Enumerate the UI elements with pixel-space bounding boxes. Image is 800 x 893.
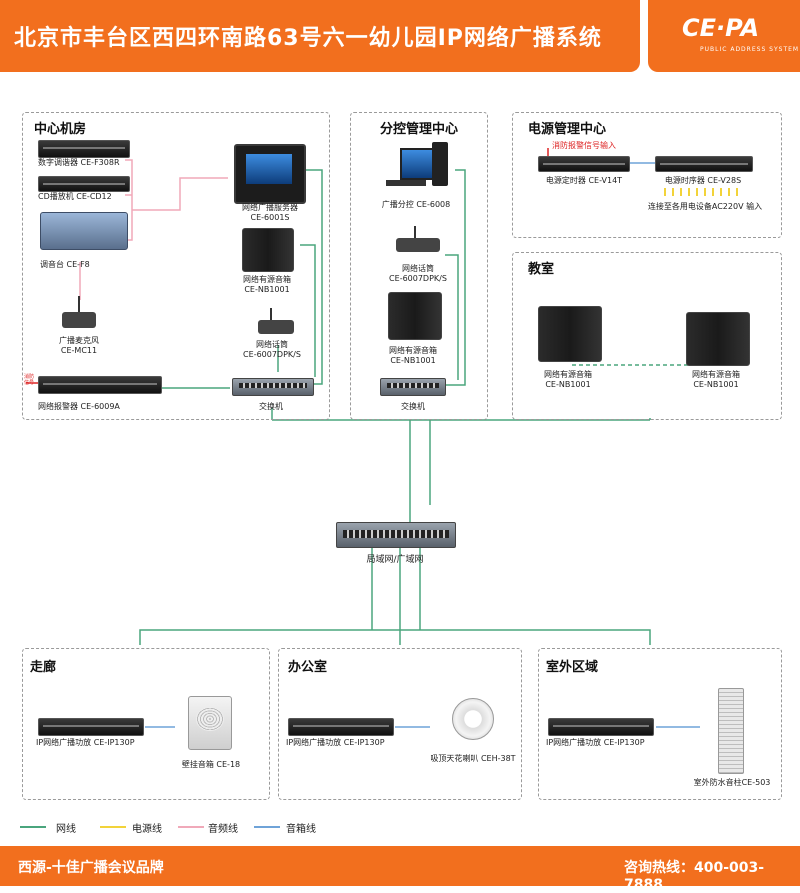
microphone-device [62,312,96,328]
branch-paging-mic-device [396,238,440,252]
office-speaker-label: 吸顶天花喇叭 CEH-38T [430,754,516,763]
corridor-speaker-grille [196,707,224,731]
center-active-speaker-label: 网络有源音箱 CE-NB1001 [243,275,291,294]
zone-center-room [22,112,330,420]
zone-corridor-title: 走廊 [30,660,57,675]
footer-brand-slogan: 西源-十佳广播会议品牌 [18,860,164,876]
branch-pc-tower [432,142,448,186]
zone-outdoor [538,648,782,800]
center-paging-mic-stem [270,308,272,322]
power-sequencer-label: 电源时序器 CE-V28S [664,176,742,185]
branch-switch-label: 交换机 [401,402,425,411]
logo-panel [648,0,800,72]
office-amp-label: IP网络广播功放 CE-IP130P [286,738,385,747]
classroom-speaker-a-device [538,306,602,362]
core-switch-device [336,522,456,548]
zone-outdoor-title: 室外区域 [546,660,599,675]
server-device [234,144,306,204]
zone-center-title: 中心机房 [34,122,87,137]
cd-player-label: CD播放机 CE-CD12 [38,192,112,201]
outdoor-amp-device [548,718,654,736]
branch-active-speaker-label: 网络有源音箱 CE-NB1001 [389,346,437,365]
power-ac-note: 连接至各用电设备AC220V 输入 [647,202,763,211]
mixer-label: 调音台 CE-F8 [40,260,90,269]
branch-paging-mic-stem [414,226,416,240]
legend-network-label: 网线 [56,824,76,835]
brand-logo-subtitle: PUBLIC ADDRESS SYSTEM [700,46,800,53]
outdoor-speaker-label: 室外防水音柱CE-503 [693,778,771,787]
zone-corridor [22,648,270,800]
corridor-amp-label: IP网络广播功放 CE-IP130P [36,738,135,747]
center-active-speaker-device [242,228,294,272]
fire-signal-label: 消防报警信号输入 [552,141,616,150]
corridor-speaker-label: 壁挂音箱 CE-18 [181,760,241,769]
outdoor-amp-label: IP网络广播功放 CE-IP130P [546,738,645,747]
speaker-cables [145,162,700,728]
branch-active-speaker-device [388,292,442,340]
legend-speaker-swatch [254,826,280,828]
power-timer-device [538,156,630,172]
classroom-speaker-b-device [686,312,750,366]
mixer-device [40,212,128,250]
brand-logo: CE·PA [682,14,760,42]
branch-pc-monitor [400,148,436,180]
outdoor-column-speaker-device [718,688,744,774]
server-screen [246,154,292,184]
center-paging-mic-label: 网络话筒 CE-6007DPK/S [243,340,301,359]
branch-pc-keyboard [386,180,426,186]
zone-power-title: 电源管理中心 [528,122,607,137]
legend-audio-swatch [178,826,204,828]
corridor-amp-device [38,718,144,736]
legend-power-label: 电源线 [132,824,162,835]
zone-branch-title: 分控管理中心 [380,122,459,137]
page-title: 北京市丰台区西四环南路63号六一幼儿园IP网络广播系统 [14,26,602,51]
cd-player-device [38,176,130,192]
digital-tuner-device [38,140,130,158]
zone-power-management [512,112,782,238]
server-label: 网络广播服务器 CE-6001S [242,203,298,222]
zone-branch-control [350,112,488,420]
legend-audio-label: 音频线 [208,824,238,835]
zone-classroom-title: 教室 [528,262,555,277]
legend-network-swatch [20,826,46,828]
zone-office [278,648,522,800]
microphone-label: 广播麦克风 CE-MC11 [59,336,99,355]
alarm-label: 网络报警器 CE-6009A [38,402,120,411]
office-ceiling-speaker-device [452,698,494,740]
zone-classroom [512,252,782,420]
core-switch-label: 局域网/广域网 [366,555,424,565]
legend-speaker-label: 音箱线 [286,824,316,835]
zone-office-title: 办公室 [288,660,328,675]
power-output-lines [664,188,744,196]
center-paging-mic-device [258,320,294,334]
legend-power-swatch [100,826,126,828]
classroom-speaker-b-label: 网络有源音箱 CE-NB1001 [692,370,740,389]
branch-pc-label: 广播分控 CE-6008 [381,200,451,209]
footer-hotline: 咨询热线：400-003-7888 [624,860,765,893]
audio-cables [79,159,228,300]
alarm-input-label: 消防 信号 [23,374,34,386]
alarm-device [38,376,162,394]
corridor-wall-speaker-device [188,696,232,750]
center-switch-device [232,378,314,396]
branch-paging-mic-label: 网络话筒 CE-6007DPK/S [389,264,447,283]
office-amp-device [288,718,394,736]
microphone-stem [78,296,80,314]
footer-banner [0,846,800,886]
header-banner [0,0,640,72]
power-timer-label: 电源定时器 CE-V14T [545,176,623,185]
branch-switch-device [380,378,446,396]
classroom-speaker-a-label: 网络有源音箱 CE-NB1001 [544,370,592,389]
digital-tuner-label: 数字调谐器 CE-F308R [38,158,120,167]
center-switch-label: 交换机 [259,402,283,411]
power-sequencer-device [655,156,753,172]
